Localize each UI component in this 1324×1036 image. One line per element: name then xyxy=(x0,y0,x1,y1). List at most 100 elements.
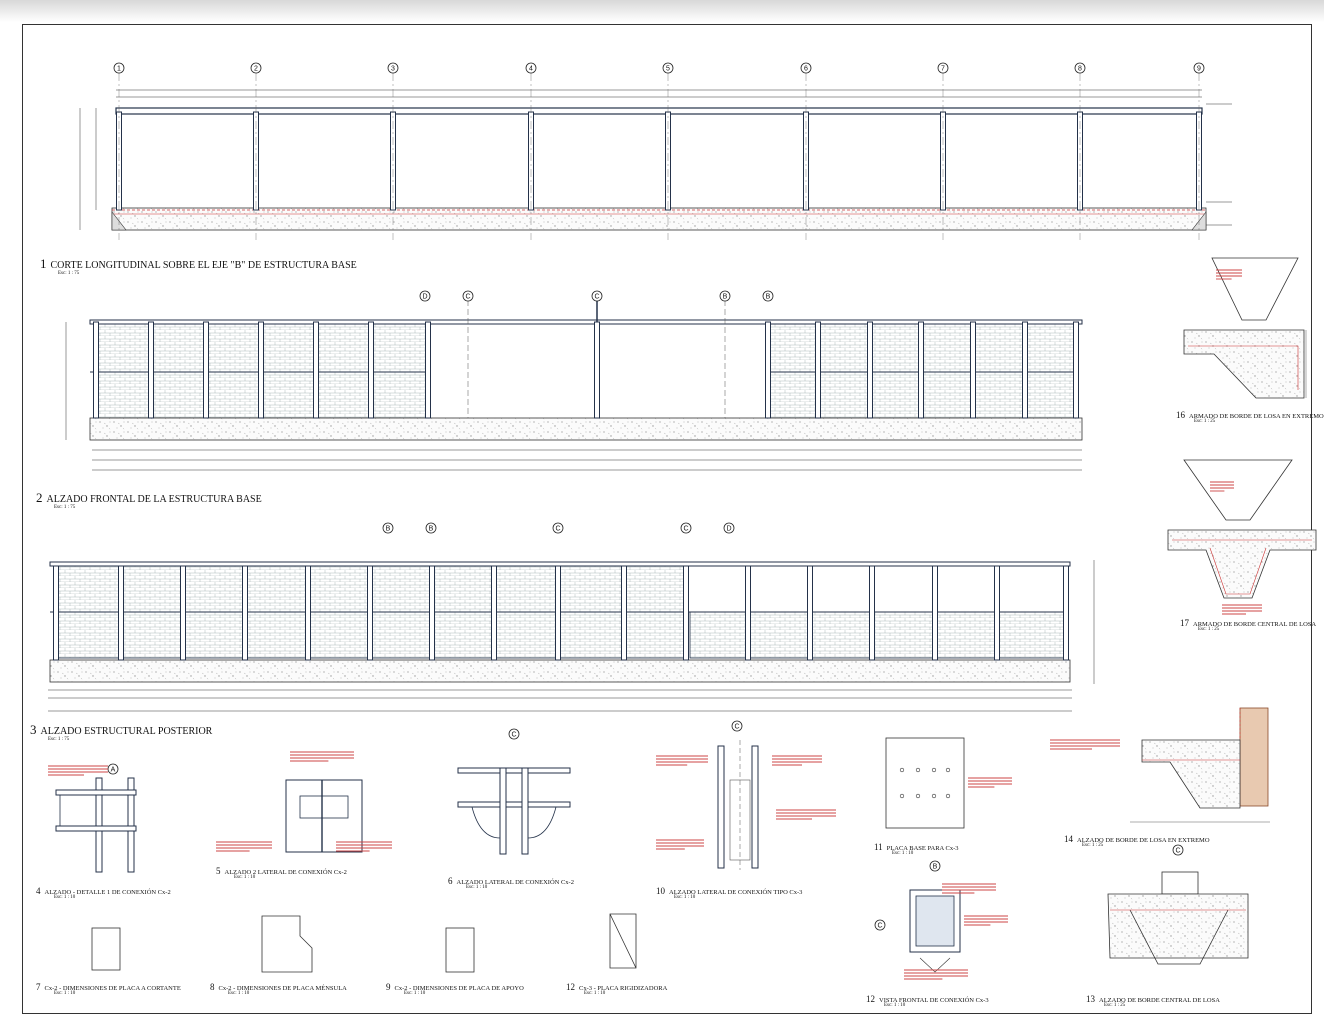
svg-text:6: 6 xyxy=(804,66,808,73)
anchor-bolt xyxy=(899,767,905,773)
detail-marker: C xyxy=(874,919,886,931)
steel-column xyxy=(305,565,311,661)
detail-marker: B xyxy=(929,860,941,872)
steel-column xyxy=(745,565,751,661)
steel-column xyxy=(491,565,497,661)
axis-bubble: B xyxy=(762,290,774,302)
longitudinal-section xyxy=(79,89,1232,231)
steel-column xyxy=(429,565,435,661)
anchor-bolt xyxy=(915,767,921,773)
anchor-bolt xyxy=(945,793,951,799)
drawing-sheet-border xyxy=(22,24,1312,1014)
steel-column xyxy=(1063,565,1069,661)
connection-detail-5 xyxy=(285,779,363,853)
anchor-bolt xyxy=(899,793,905,799)
steel-column xyxy=(180,565,186,661)
steel-column xyxy=(807,565,813,661)
steel-column xyxy=(367,565,373,661)
svg-text:C: C xyxy=(555,526,560,533)
anchor-bolt xyxy=(931,793,937,799)
steel-column xyxy=(242,565,248,661)
axis-bubble: C xyxy=(462,290,474,302)
axis-bubble: 7 xyxy=(937,62,949,74)
axis-bubble: B xyxy=(425,522,437,534)
steel-column xyxy=(932,565,938,661)
svg-text:C: C xyxy=(1175,848,1180,855)
slab-edge-detail-17 xyxy=(1167,459,1317,599)
steel-column xyxy=(258,321,264,419)
steel-column xyxy=(203,321,209,419)
axis-bubble: 1 xyxy=(113,62,125,74)
svg-text:C: C xyxy=(683,526,688,533)
section2-columns xyxy=(93,321,1079,419)
steel-column xyxy=(621,565,627,661)
axis-bubble: 8 xyxy=(1074,62,1086,74)
red-annotation-blocks xyxy=(48,269,1262,980)
svg-text:4: 4 xyxy=(529,66,533,73)
connection-detail-12 xyxy=(909,889,961,973)
plate-dimension-7 xyxy=(91,927,121,971)
svg-text:B: B xyxy=(386,526,391,533)
connection-detail-4 xyxy=(55,777,137,873)
svg-text:9: 9 xyxy=(1197,66,1201,73)
steel-column xyxy=(118,565,124,661)
detail-marker: C xyxy=(731,720,743,732)
svg-text:C: C xyxy=(465,294,470,301)
svg-text:1: 1 xyxy=(117,66,121,73)
steel-column xyxy=(970,321,976,419)
anchor-bolt xyxy=(915,793,921,799)
svg-text:B: B xyxy=(723,294,728,301)
steel-column xyxy=(53,565,59,661)
section3-columns xyxy=(53,565,1069,661)
svg-text:7: 7 xyxy=(941,66,945,73)
slab-edge-detail-13 xyxy=(1107,871,1249,965)
steel-column xyxy=(867,321,873,419)
connection-detail-10 xyxy=(717,740,759,870)
steel-column xyxy=(93,321,99,419)
detail-marker: C xyxy=(508,728,520,740)
axis-bubble: B xyxy=(382,522,394,534)
axis-bubble: 4 xyxy=(525,62,537,74)
axis-bubble: D xyxy=(419,290,431,302)
svg-text:C: C xyxy=(594,294,599,301)
base-plate-11 xyxy=(885,737,965,829)
steel-column xyxy=(425,321,431,419)
steel-column xyxy=(918,321,924,419)
axis-bubble: 5 xyxy=(662,62,674,74)
axis-bubble: 3 xyxy=(387,62,399,74)
axis-bubble: C xyxy=(591,290,603,302)
section1-columns xyxy=(116,73,1202,240)
axis-bubble: B xyxy=(719,290,731,302)
svg-text:2: 2 xyxy=(254,66,258,73)
anchor-bolt xyxy=(931,767,937,773)
plate-dimension-9 xyxy=(445,927,475,973)
steel-column xyxy=(594,321,600,419)
svg-text:C: C xyxy=(511,732,516,739)
detail-marker: A xyxy=(107,763,119,775)
steel-column xyxy=(368,321,374,419)
svg-text:C: C xyxy=(734,724,739,731)
svg-text:A: A xyxy=(111,767,116,774)
anchor-bolt xyxy=(945,767,951,773)
section1-axis-bubbles: 1 2 3 4 5 6 7 8 9 xyxy=(113,62,1205,74)
steel-column xyxy=(313,321,319,419)
plate-dimension-12 xyxy=(609,913,637,969)
slab-edge-detail-16 xyxy=(1183,257,1307,399)
